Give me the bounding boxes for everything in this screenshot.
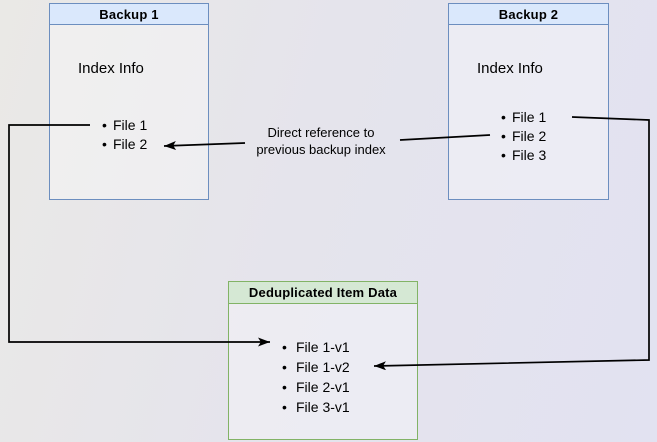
backup1-title: Backup 1: [50, 4, 208, 25]
edge-label-line2: previous backup index: [256, 142, 386, 157]
file-item: File 1: [102, 116, 147, 135]
backup2-title: Backup 2: [449, 4, 608, 25]
file-item: File 3-v1: [282, 397, 350, 417]
file-item: File 2: [501, 127, 546, 146]
file-item: File 1: [501, 108, 546, 127]
backup1-file-list: File 1 File 2: [102, 116, 147, 154]
dedup-node: Deduplicated Item Data File 1-v1 File 1-…: [228, 281, 418, 440]
backup1-index-info-label: Index Info: [78, 60, 144, 77]
file-item: File 1-v2: [282, 357, 350, 377]
backup1-node: Backup 1 Index Info File 1 File 2: [49, 3, 209, 200]
edge-label: Direct reference to previous backup inde…: [231, 124, 411, 158]
backup2-node: Backup 2 Index Info File 1 File 2 File 3: [448, 3, 609, 200]
dedup-file-list: File 1-v1 File 1-v2 File 2-v1 File 3-v1: [282, 337, 350, 417]
file-item: File 1-v1: [282, 337, 350, 357]
dedup-title: Deduplicated Item Data: [229, 282, 417, 304]
edge-label-line1: Direct reference to: [267, 125, 375, 140]
file-item: File 3: [501, 146, 546, 165]
file-item: File 2: [102, 135, 147, 154]
backup2-file-list: File 1 File 2 File 3: [501, 108, 546, 165]
backup2-index-info-label: Index Info: [477, 60, 543, 77]
file-item: File 2-v1: [282, 377, 350, 397]
